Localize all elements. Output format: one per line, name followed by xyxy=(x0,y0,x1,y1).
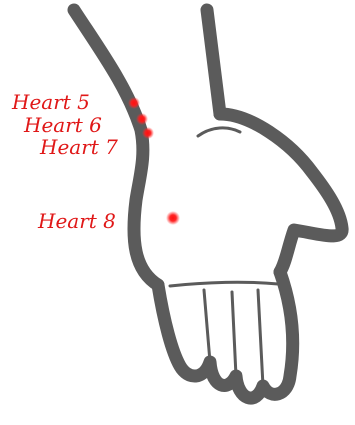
forearm-right-edge xyxy=(207,10,220,114)
fingers-outline xyxy=(158,272,293,398)
acupoint-heart-7 xyxy=(142,127,154,139)
label-heart-5: Heart 5 xyxy=(11,90,90,114)
wrist-crease xyxy=(198,128,240,136)
label-heart-7: Heart 7 xyxy=(39,135,118,159)
label-heart-8: Heart 8 xyxy=(37,209,116,233)
acupoint-heart-5 xyxy=(128,97,140,109)
finger-line-1 xyxy=(204,290,210,362)
label-heart-6: Heart 6 xyxy=(23,113,102,137)
acupoint-heart-6 xyxy=(136,113,148,125)
palm-crease xyxy=(170,282,278,286)
hand-outline xyxy=(74,10,342,398)
acupoint-heart-8 xyxy=(166,211,180,225)
finger-line-3 xyxy=(258,290,263,386)
acupoint-labels: Heart 5 Heart 6 Heart 7 Heart 8 xyxy=(11,90,118,233)
thumb-outline xyxy=(220,114,342,272)
finger-line-2 xyxy=(232,292,236,376)
